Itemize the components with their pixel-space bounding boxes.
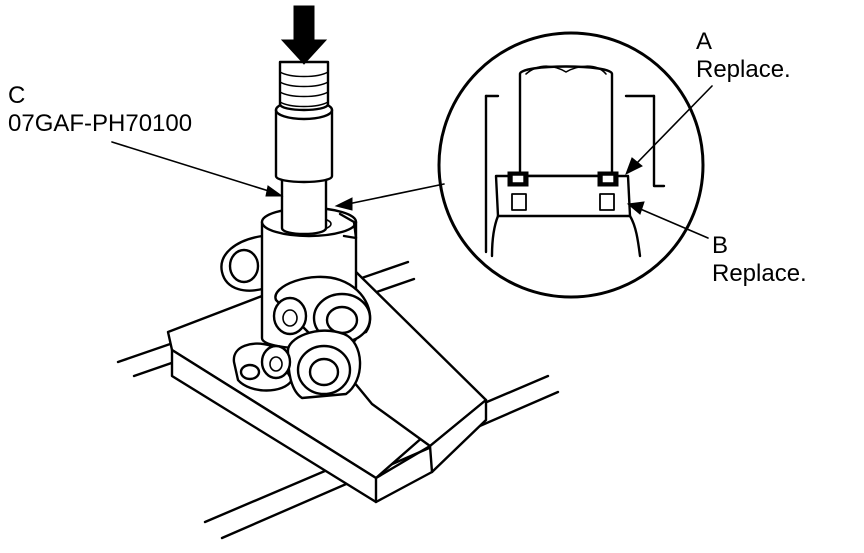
label-c-part-number: 07GAF-PH70100 (8, 110, 193, 137)
label-b-letter: B (712, 232, 729, 259)
leader-a (625, 85, 713, 176)
press-arrow-icon (280, 5, 328, 65)
installer-tool (274, 60, 334, 236)
leader-detail (334, 183, 445, 211)
leader-b (626, 201, 709, 239)
label-b-text: Replace. (712, 260, 807, 287)
label-a-letter: A (696, 28, 713, 55)
label-a-text: Replace. (696, 56, 791, 83)
leader-c (111, 141, 284, 197)
detail-view (437, 31, 705, 299)
label-c-letter: C (8, 82, 26, 109)
